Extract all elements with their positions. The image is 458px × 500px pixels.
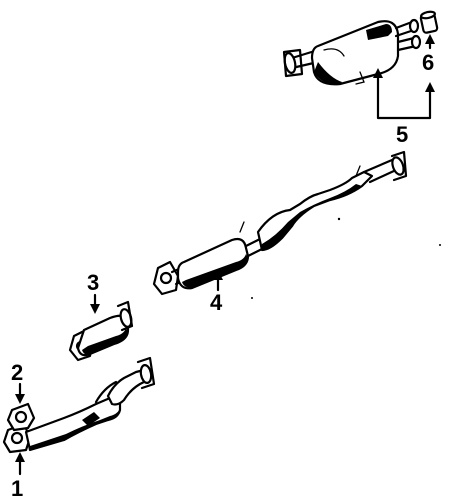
exhaust-tip [419, 10, 439, 34]
callout-4: 4 [210, 290, 223, 315]
rear-muffler [282, 18, 422, 86]
leader-arrows [15, 34, 435, 476]
flange-gasket [6, 402, 36, 432]
catalytic-converter [68, 300, 134, 362]
callout-3: 3 [87, 270, 99, 295]
specks [251, 217, 441, 299]
front-pipe [2, 356, 156, 454]
callout-1: 1 [11, 476, 23, 500]
callout-5: 5 [396, 122, 408, 147]
intermediate-pipe [152, 150, 408, 296]
callout-6: 6 [422, 50, 434, 75]
callout-2: 2 [11, 360, 23, 385]
